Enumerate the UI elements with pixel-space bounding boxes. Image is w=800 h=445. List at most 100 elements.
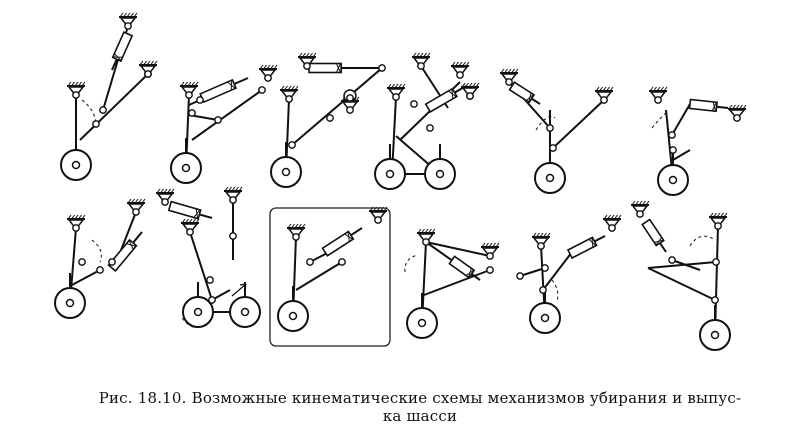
hinge-joint [712, 258, 720, 266]
ground-hatch [642, 200, 646, 206]
link-rod [542, 251, 573, 291]
ground-hatch [609, 86, 614, 92]
hinge-joint [669, 146, 677, 154]
kinematic-scheme-4 [374, 52, 480, 190]
ground-hatch [732, 104, 736, 110]
piston-rod [716, 105, 729, 109]
ground-hatch [472, 82, 476, 88]
ground-hatch [421, 228, 425, 234]
ground-hatch [739, 104, 743, 110]
hinge-joint [486, 266, 494, 274]
wheel-axle [193, 307, 203, 317]
ground-hatch [126, 12, 131, 18]
hinge-joint [516, 272, 524, 280]
ground-hatch [259, 64, 264, 70]
ground-hatch [191, 81, 195, 87]
ground-hatch [394, 83, 399, 89]
ground-hatch [133, 12, 138, 18]
link-rod [647, 261, 717, 269]
ground-hatch [266, 64, 271, 70]
hinge-joint [410, 100, 418, 108]
ground-hatch [383, 206, 388, 212]
ground-hatch [309, 52, 313, 58]
hinge-joint [72, 91, 80, 99]
ground-hatch [180, 81, 185, 87]
ground-hatch [235, 186, 239, 192]
ground-hatch [373, 206, 377, 212]
link-rod [423, 269, 491, 296]
ground-hatch [294, 85, 299, 91]
hydraulic-cylinder [448, 255, 481, 281]
hinge-joint [417, 62, 425, 70]
link-rod [671, 259, 701, 271]
ground-hatch [610, 214, 615, 220]
ground-hatch [481, 242, 486, 248]
piston-rod [471, 273, 481, 281]
hinge-joint [185, 91, 193, 99]
ground-hatch [635, 200, 639, 206]
piston-rod [233, 77, 249, 85]
link-rod [425, 241, 491, 257]
ground-hatch [536, 232, 540, 238]
wheel-axle [417, 318, 427, 328]
ground-hatch [71, 214, 75, 220]
cylinder-mark [711, 102, 717, 111]
kinematic-scheme-12 [631, 200, 731, 351]
hinge-joint [422, 238, 430, 246]
ground-hatch [231, 186, 236, 192]
hydraulic-cylinder [508, 81, 541, 105]
hinge-joint [654, 96, 662, 104]
ground-hatch [127, 198, 132, 204]
hinge-joint [549, 144, 557, 152]
ground-hatch [138, 198, 142, 204]
hinge-joint [346, 94, 354, 102]
hinge-joint [378, 64, 386, 72]
hinge-joint [292, 233, 300, 241]
retraction-path [689, 235, 716, 247]
ground-hatch [660, 86, 664, 92]
wheel-axle [540, 313, 550, 323]
hinge-joint [668, 256, 676, 264]
hinge-joint [733, 114, 741, 122]
ground-hatch [194, 81, 199, 87]
ground-hatch [728, 104, 733, 110]
ground-hatch [638, 200, 643, 206]
ground-hatch [156, 188, 161, 194]
hinge-joint [78, 258, 86, 266]
ground-hatch [709, 212, 714, 218]
retraction-path [404, 254, 419, 273]
ground-hatch [355, 96, 360, 102]
hinge-joint [306, 258, 314, 266]
ground-hatch [123, 12, 127, 18]
link-rod [79, 73, 149, 141]
ground-hatch [139, 60, 144, 66]
ground-hatch [649, 86, 654, 92]
ground-hatch [78, 214, 82, 220]
hinge-joint [229, 232, 237, 240]
hinge-joint [374, 216, 382, 224]
ground-hatch [305, 52, 310, 58]
ground-hatch [184, 81, 188, 87]
ground-hatch [663, 86, 668, 92]
piston-rod [531, 97, 541, 105]
hinge-joint [108, 258, 116, 266]
ground-hatch [543, 232, 547, 238]
wheel-axle [181, 163, 191, 173]
ground-hatch [341, 96, 346, 102]
cylinder-mark [526, 94, 534, 101]
hinge-joint [600, 96, 608, 104]
hinge-joint [288, 141, 296, 149]
ground-hatch [607, 214, 611, 220]
hydraulic-cylinder [321, 227, 363, 257]
ground-hatch [74, 214, 79, 220]
link-rod [519, 267, 546, 277]
ground-hatch [291, 85, 295, 91]
piston-rod [111, 58, 118, 71]
hinge-joint [188, 109, 196, 117]
wheel-axle [385, 169, 395, 179]
ground-hatch [465, 82, 469, 88]
ground-hatch [131, 198, 135, 204]
cylinder-body [321, 230, 355, 257]
cylinder-mark [654, 239, 664, 243]
hinge-joint [466, 92, 474, 100]
